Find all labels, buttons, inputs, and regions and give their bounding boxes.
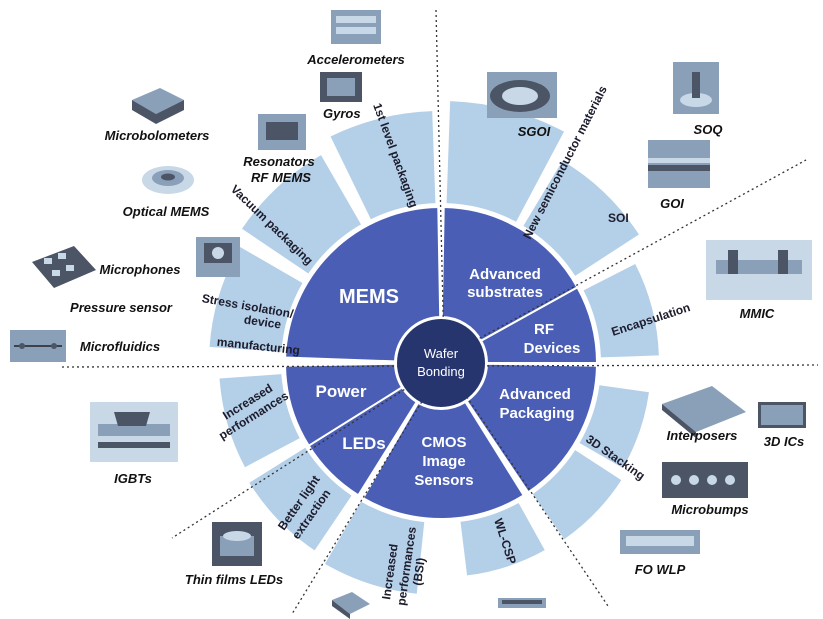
app-label-microfluidics: Microfluidics [80, 339, 160, 354]
segment-label-cmos-1: CMOS [422, 434, 467, 451]
microbolometers-image [132, 88, 184, 124]
app-label-fo-wlp: FO WLP [635, 562, 686, 577]
sgoi-image [487, 72, 557, 118]
petal-wl-csp [460, 502, 545, 576]
ring-label-increased-bsi-3: (BSI) [410, 557, 428, 587]
optical-mems-image [142, 166, 194, 194]
petal-first-level-packaging [330, 111, 436, 220]
center-label-line2: Bonding [417, 364, 465, 379]
app-label-microbumps: Microbumps [671, 502, 748, 517]
app-label-optical-mems: Optical MEMS [123, 204, 210, 219]
accelerometers-image [331, 10, 381, 44]
thumbnails [10, 10, 812, 619]
mmic-image [706, 240, 812, 300]
segment-label-advanced-packaging-2: Packaging [499, 405, 574, 422]
segment-power [284, 362, 404, 448]
app-label-sgoi: SGOI [518, 124, 551, 139]
app-label-mmic: MMIC [740, 306, 775, 321]
ring-label-stress-isolation-2: device [243, 313, 282, 332]
app-label-thin-films-leds: Thin films LEDs [185, 572, 283, 587]
divider-lower-right [449, 371, 609, 607]
microfluidics-image [10, 330, 66, 362]
segment-label-advanced-substrates-2: substrates [467, 284, 543, 301]
ring-label-soi: SOI [608, 211, 629, 225]
segment-label-advanced-packaging-1: Advanced [499, 386, 571, 403]
app-label-gyros: Gyros [323, 106, 361, 121]
petals-group [209, 101, 659, 594]
soq-image [673, 62, 719, 114]
segment-cmos-image-sensors [361, 400, 526, 520]
segment-mems [284, 206, 442, 363]
segment-label-cmos-3: Sensors [414, 472, 473, 489]
segment-advanced-substrates [440, 206, 579, 343]
petal-soi [523, 160, 639, 276]
app-label-soq: SOQ [694, 122, 723, 137]
microphones-chip-image [196, 237, 240, 277]
cmos-sensor-image [332, 592, 370, 619]
segment-label-rf-2: Devices [524, 340, 581, 357]
goi-image [648, 140, 710, 188]
divider-lines [61, 9, 819, 615]
app-label-rf-mems: RF MEMS [251, 170, 311, 185]
app-label-interposers: Interposers [667, 428, 738, 443]
3d-ics-image [758, 402, 806, 428]
divider-top [435, 9, 445, 353]
resonators-image [258, 114, 306, 150]
segment-label-cmos-2: Image [422, 453, 465, 470]
app-label-igbts: IGBTs [114, 471, 152, 486]
interposers-image [662, 386, 746, 438]
segment-label-advanced-substrates-1: Advanced [469, 266, 541, 283]
app-label-accelerometers: Accelerometers [306, 52, 405, 67]
segment-label-mems: MEMS [339, 286, 399, 308]
segment-label-rf-1: RF [534, 321, 554, 338]
app-label-3d-ics: 3D ICs [764, 434, 804, 449]
center-circle [397, 319, 485, 407]
petal-3d-stacking-outer [532, 450, 622, 540]
segment-advanced-packaging [465, 362, 598, 494]
petal-new-semiconductor-materials [446, 101, 565, 222]
petal-better-light-extraction [249, 447, 352, 551]
pressure-sensor-image [32, 246, 96, 288]
center-label-line1: Wafer [424, 346, 459, 361]
segment-rf-devices [479, 286, 599, 364]
thin-films-leds-image [212, 522, 262, 566]
segment-label-power: Power [315, 382, 366, 401]
petal-increased-performances-bsi [325, 501, 425, 594]
petal-3d-stacking [579, 385, 649, 468]
igbts-image [90, 402, 178, 462]
gyros-image [320, 72, 362, 102]
app-label-pressure-sensor: Pressure sensor [70, 300, 173, 315]
divider-horizontal [61, 364, 819, 368]
app-label-microphones: Microphones [100, 262, 181, 277]
app-label-goi: GOI [660, 196, 684, 211]
fo-wlp-image [620, 530, 700, 554]
app-label-resonators: Resonators [243, 154, 315, 169]
segment-label-leds: LEDs [342, 434, 385, 453]
petal-increased-performances [219, 374, 300, 468]
segments-group [284, 206, 599, 520]
divider-lower-left-2 [291, 371, 441, 615]
petal-vacuum-packaging [242, 155, 361, 274]
microbumps-image [662, 462, 748, 498]
app-label-microbolometers: Microbolometers [105, 128, 210, 143]
petal-encapsulation [583, 264, 659, 358]
wl-csp-image [498, 598, 546, 608]
